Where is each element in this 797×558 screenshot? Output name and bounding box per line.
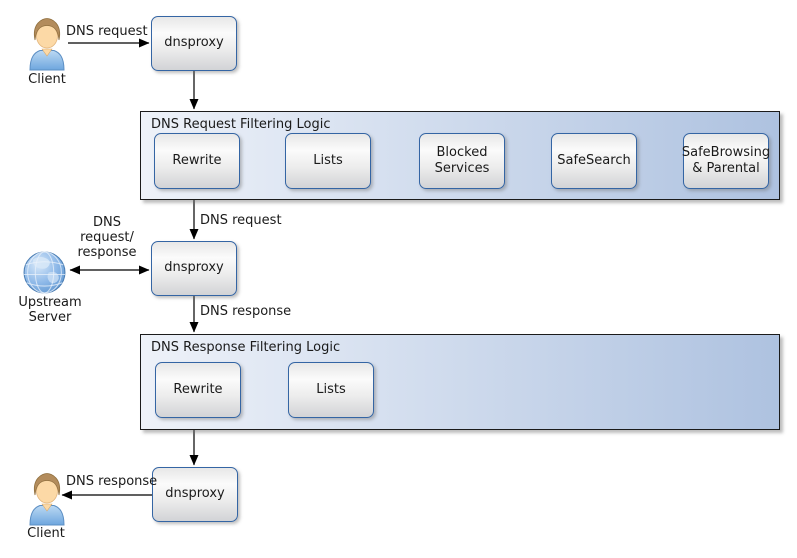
step-lists-label: Lists: [313, 152, 343, 168]
edge-label-client-request: DNS request: [66, 24, 148, 39]
step-safebrowsing-parental-label: SafeBrowsing & Parental: [681, 144, 771, 176]
step-rewrite-response: Rewrite: [155, 362, 241, 418]
upstream-server: [22, 250, 67, 295]
step-blocked-services-label: Blocked Services: [434, 144, 490, 176]
upstream-server-label: Upstream Server: [18, 295, 82, 325]
step-blocked-services: Blocked Services: [419, 133, 505, 189]
step-safesearch: SafeSearch: [551, 133, 637, 189]
edge-label-upstream-exchange: DNS request/ response: [77, 215, 137, 260]
request-filtering-container: DNS Request Filtering Logic Rewrite List…: [140, 111, 780, 200]
step-rewrite-label: Rewrite: [172, 152, 222, 168]
dnsproxy-top-label: dnsproxy: [164, 35, 224, 51]
edge-label-client-response: DNS response: [66, 474, 158, 489]
edge-label-proxy-response: DNS response: [200, 304, 292, 319]
step-safebrowsing-parental: SafeBrowsing & Parental: [681, 133, 771, 189]
edge-label-filtered-request: DNS request: [200, 213, 282, 228]
dnsproxy-middle-node: dnsproxy: [151, 241, 237, 296]
dnsproxy-middle-label: dnsproxy: [164, 260, 224, 276]
person-icon: [29, 18, 65, 71]
step-lists-response: Lists: [288, 362, 374, 418]
globe-icon: [23, 251, 66, 294]
step-rewrite: Rewrite: [154, 133, 240, 189]
response-filtering-title: DNS Response Filtering Logic: [151, 340, 341, 355]
response-filtering-container: DNS Response Filtering Logic Rewrite Lis…: [140, 334, 780, 430]
client-top: [25, 15, 69, 72]
person-icon: [29, 473, 65, 526]
dnsproxy-top-node: dnsproxy: [151, 16, 237, 71]
dnsproxy-bottom-node: dnsproxy: [152, 467, 238, 522]
step-lists: Lists: [285, 133, 371, 189]
client-top-label: Client: [28, 72, 66, 87]
client-bottom: [25, 470, 69, 527]
step-safesearch-label: SafeSearch: [557, 152, 631, 168]
client-bottom-label: Client: [27, 526, 65, 541]
request-filtering-title: DNS Request Filtering Logic: [151, 117, 331, 132]
step-rewrite-response-label: Rewrite: [173, 381, 223, 397]
dnsproxy-bottom-label: dnsproxy: [165, 486, 225, 502]
step-lists-response-label: Lists: [316, 381, 346, 397]
